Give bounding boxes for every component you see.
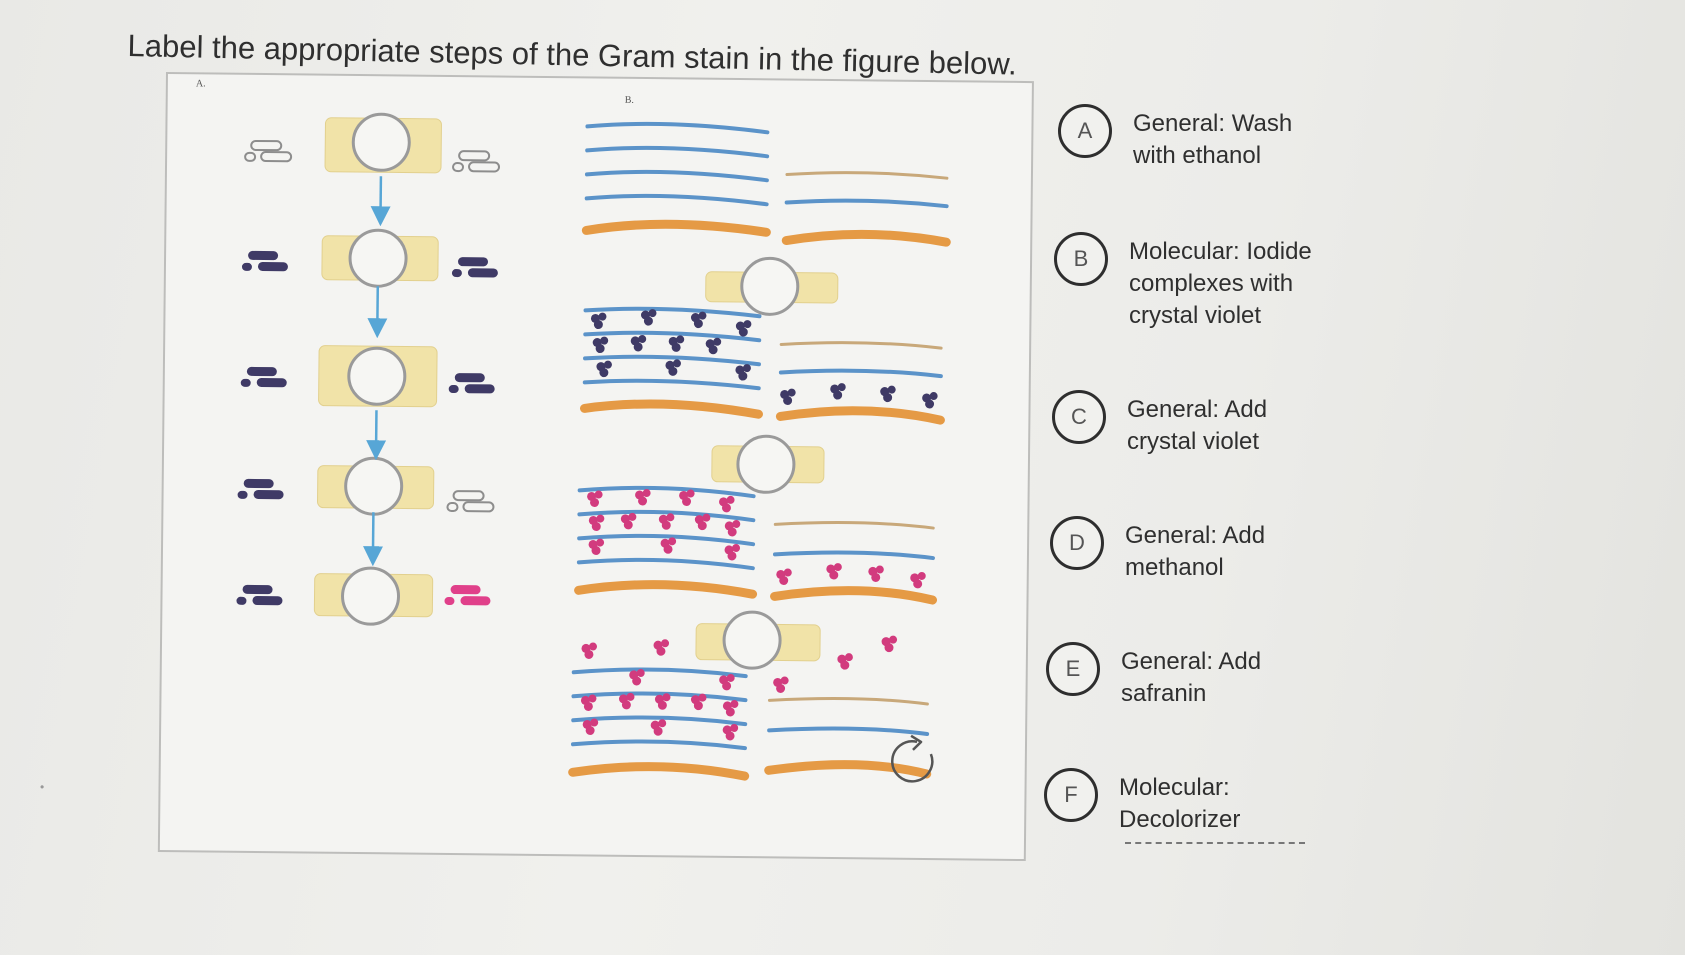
gram-stain-figure: A. B. [157, 72, 1034, 862]
option-e-drag-handle[interactable]: E [1046, 642, 1100, 696]
option-a-drag-handle[interactable]: A [1058, 104, 1112, 158]
margin-mark: • [40, 780, 45, 794]
gram-stain-diagram [236, 112, 951, 783]
option-b-drag-handle[interactable]: B [1054, 232, 1108, 286]
bacteria-right-column [444, 150, 501, 606]
option-c-drag-handle[interactable]: C [1052, 390, 1106, 444]
bacteria-left-column [236, 139, 293, 606]
option-e-label: General: Add safranin [1121, 648, 1262, 707]
reset-icon[interactable] [891, 734, 934, 783]
option-a-label: General: Wash with ethanol [1133, 110, 1293, 169]
option-c-label: General: Add crystal violet [1127, 396, 1268, 455]
option-f-drag-handle[interactable]: F [1044, 768, 1098, 822]
drop-zone-3[interactable] [318, 345, 438, 408]
drop-zone-7[interactable] [711, 434, 825, 494]
drop-zone-5[interactable] [313, 566, 434, 626]
gram-positive-walls [568, 121, 771, 781]
cutoff-text-edge [1125, 842, 1305, 850]
option-d-label: General: Add methanol [1125, 522, 1266, 581]
option-b-label: Molecular: Iodide complexes with crystal… [1129, 238, 1312, 329]
drop-zone-1[interactable] [324, 112, 442, 174]
drop-zone-4[interactable] [317, 456, 435, 516]
gram-negative-walls [764, 171, 951, 779]
drop-zone-2[interactable] [321, 228, 439, 288]
option-f-label: Molecular: Decolorizer [1119, 774, 1241, 833]
step-arrows [363, 176, 391, 567]
drop-zone-6[interactable] [705, 256, 839, 316]
option-d-drag-handle[interactable]: D [1050, 516, 1104, 570]
drop-zone-8[interactable] [695, 610, 821, 670]
